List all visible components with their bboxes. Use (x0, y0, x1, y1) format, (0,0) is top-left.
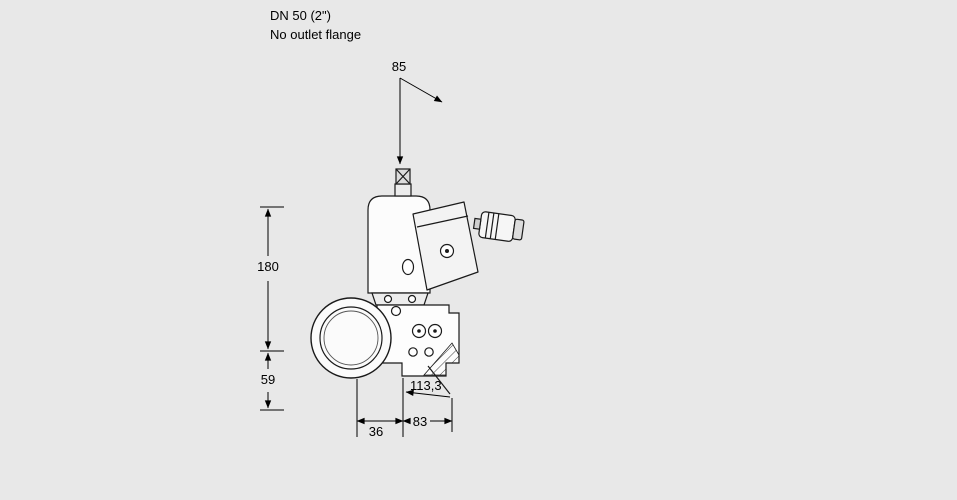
dimension-diagonal: 113,3 (405, 378, 451, 398)
dimension-body-length: 83 (402, 398, 453, 432)
valve-body (376, 304, 460, 395)
product-variant: No outlet flange (270, 27, 362, 42)
dimension-inlet-width: 36 (356, 378, 404, 439)
dim-label-36: 36 (369, 424, 383, 439)
dimension-height-upper: 180 (257, 206, 284, 352)
dimension-top-width: 85 (392, 59, 443, 165)
product-title-block: DN 50 (2") No outlet flange (270, 6, 361, 44)
coil-connector (472, 211, 525, 242)
sight-glass (401, 258, 415, 276)
dim-label-59: 59 (261, 372, 275, 387)
inlet-flange (310, 297, 392, 379)
dim-label-83: 83 (413, 414, 427, 429)
dim-label-113-3: 113,3 (410, 378, 442, 393)
dimensions: 85 180 59 36 (257, 59, 453, 439)
valve-assembly (310, 168, 525, 395)
outlet-section-hatch (423, 342, 460, 376)
dim-label-180: 180 (257, 259, 279, 274)
dim-label-85: 85 (392, 59, 406, 74)
body-screw (390, 305, 402, 317)
bonnet (371, 292, 429, 306)
stem-cap (394, 168, 412, 197)
product-model: DN 50 (2") (270, 8, 331, 23)
dimension-height-lower: 59 (260, 352, 284, 411)
terminal-box (412, 201, 479, 291)
